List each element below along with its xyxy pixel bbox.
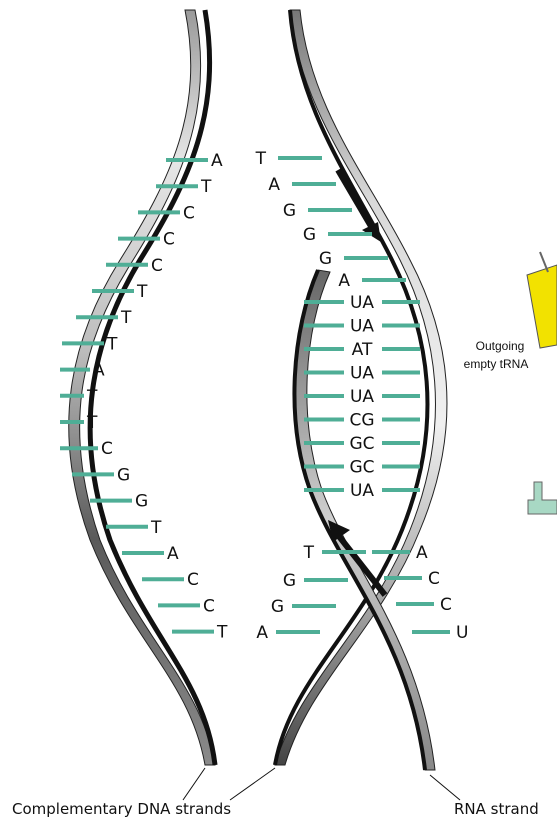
left-base-letter: T	[136, 282, 148, 302]
upper-right-base-letter: A	[268, 175, 280, 195]
lower-right-base-letter: C	[440, 595, 452, 615]
left-base-letter: C	[101, 439, 113, 459]
complementary-dna-label: Complementary DNA strands	[12, 800, 231, 818]
upper-right-base-letter: G	[283, 201, 296, 221]
left-base-letter: T	[216, 623, 228, 643]
left-base-letter: T	[150, 518, 162, 538]
left-base-letter: G	[117, 465, 130, 485]
lower-left-base-letter: T	[303, 543, 315, 563]
lower-right-base-letter: U	[456, 623, 468, 643]
left-base-letter: C	[183, 203, 195, 223]
outgoing-trna-label-1: Outgoing	[476, 339, 525, 353]
left-base-letter: A	[211, 151, 223, 171]
outgoing-trna: Outgoing empty tRNA	[464, 252, 557, 371]
rna-pair-letters: UA	[350, 293, 374, 313]
lower-left-base-letter: A	[256, 623, 268, 643]
upper-right-base-letter: G	[319, 249, 332, 269]
rna-pair-letters: GC	[349, 458, 374, 478]
lower-right-base-letter: A	[416, 543, 428, 563]
lower-left-base-letter: G	[283, 571, 296, 591]
rna-pair-letters: UA	[350, 364, 374, 384]
rna-pair-letters: CG	[349, 411, 374, 431]
lower-right-base-letter: C	[428, 569, 440, 589]
upper-right-base-letter: G	[303, 225, 316, 245]
left-base-letter: T	[106, 334, 118, 354]
outgoing-trna-label-2: empty tRNA	[464, 357, 529, 371]
lower-left-base-letter: G	[271, 597, 284, 617]
left-base-letter: G	[135, 492, 148, 512]
left-base-letter: C	[151, 256, 163, 276]
left-base-letter: A	[167, 544, 179, 564]
rna-pair-letters: UA	[350, 387, 374, 407]
left-base-letter: T	[86, 413, 98, 433]
upper-right-base-letter: T	[255, 149, 267, 169]
left-base-letter: T	[120, 308, 132, 328]
captions: Complementary DNA strands RNA strand	[12, 768, 539, 818]
rna-pair-letters: AT	[352, 340, 373, 360]
upper-right-base-letter: A	[338, 271, 350, 291]
left-base-letter: A	[93, 361, 105, 381]
left-base-letter: C	[203, 596, 215, 616]
rna-strand-label: RNA strand	[454, 800, 539, 818]
left-base-letter: C	[163, 230, 175, 250]
left-base-letter: T	[200, 177, 212, 197]
rna-pair-letters: UA	[350, 317, 374, 337]
left-base-letter: T	[86, 387, 98, 407]
left-base-letter: C	[187, 570, 199, 590]
rna-pair-letters: GC	[349, 434, 374, 454]
rna-pair-letters: UA	[350, 481, 374, 501]
incoming-trna-fragment	[528, 482, 557, 514]
